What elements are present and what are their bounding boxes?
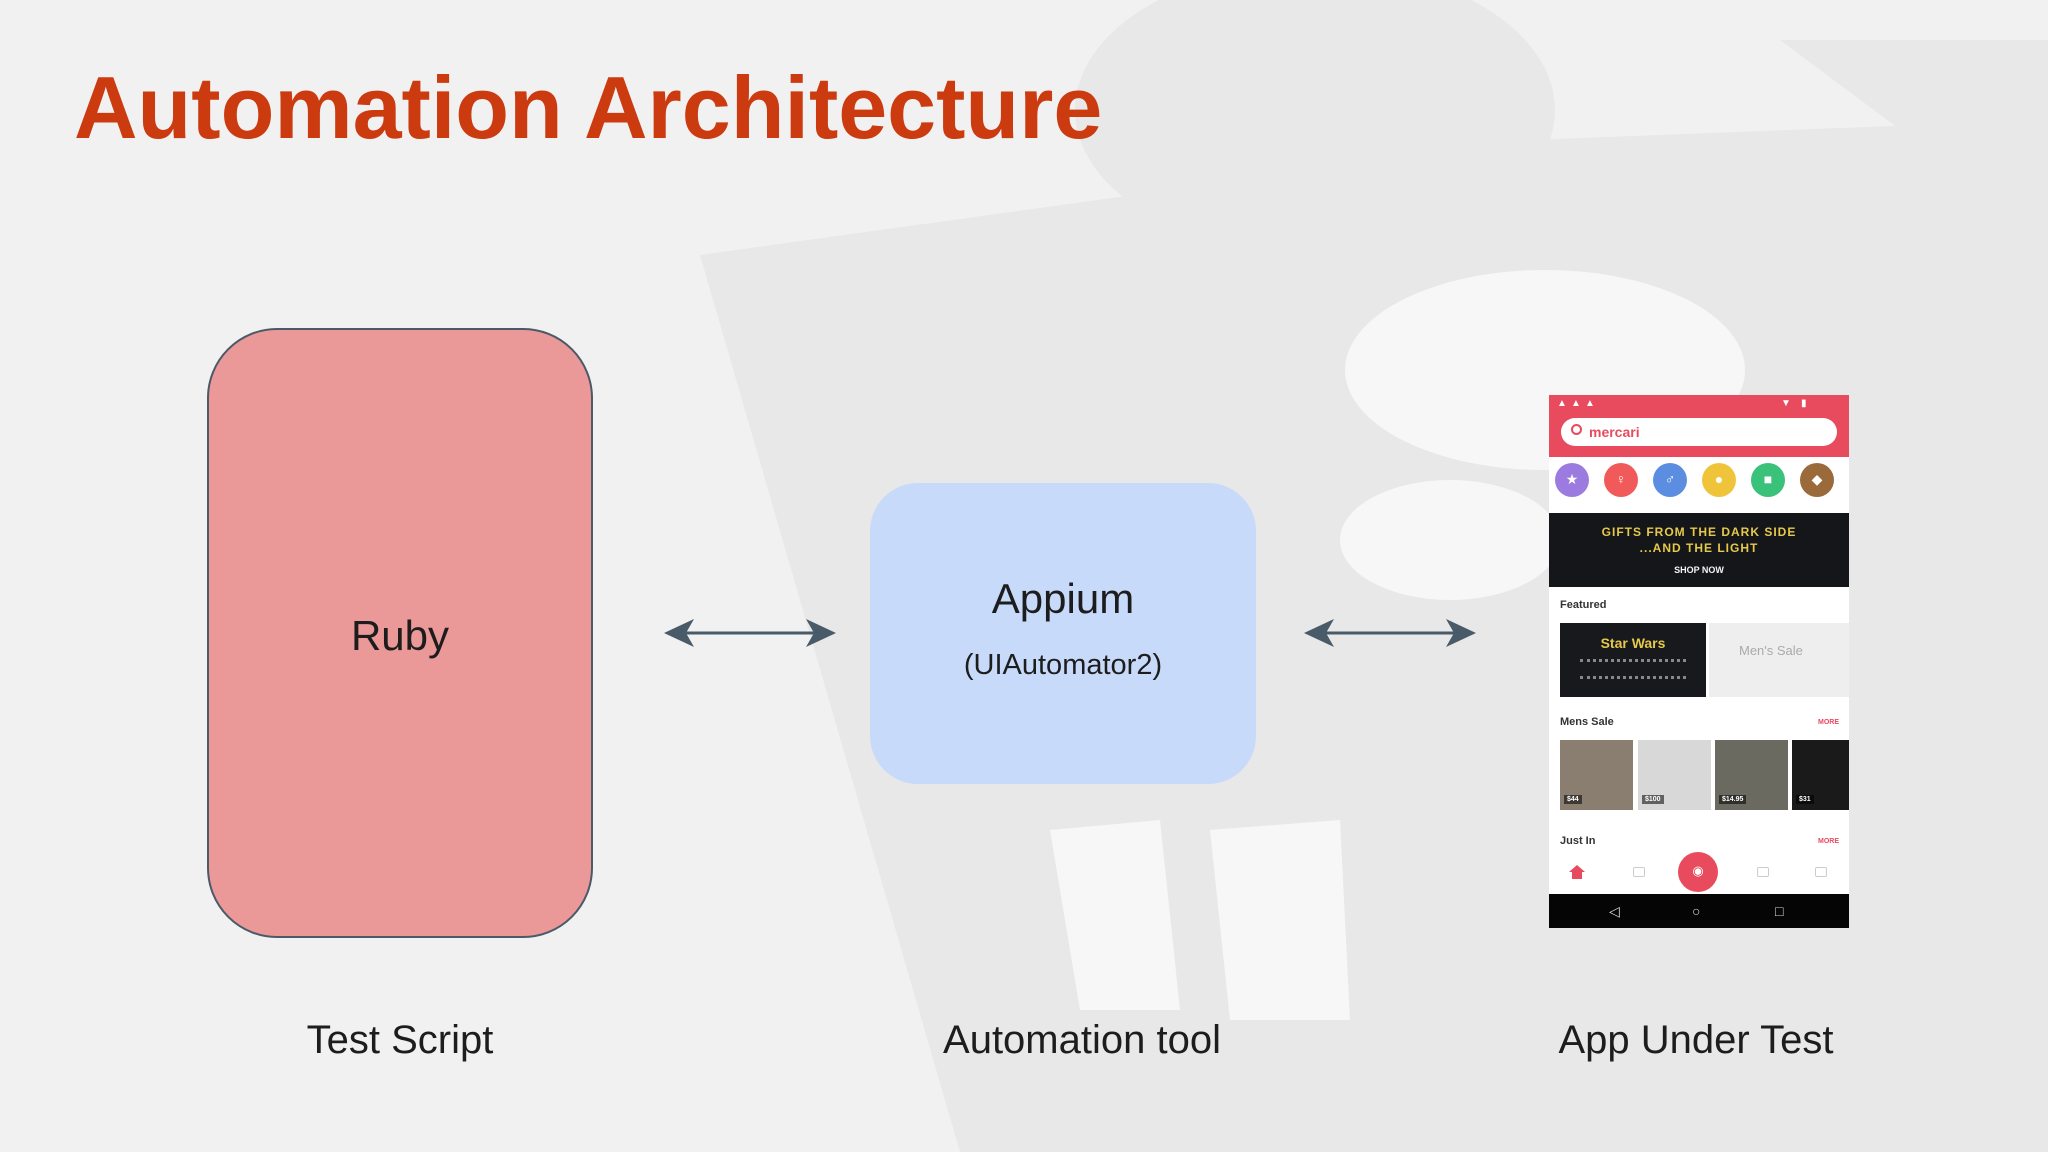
mens-sale-title: Mens Sale bbox=[1560, 716, 1614, 728]
arrow-head-right bbox=[1446, 619, 1476, 647]
watermark-corner bbox=[1780, 40, 2048, 240]
uiautomator2-label: (UIAutomator2) bbox=[963, 649, 1163, 681]
home-icon bbox=[1569, 865, 1585, 879]
category-icon: ♂ bbox=[1653, 463, 1687, 497]
product-tile: $31 bbox=[1792, 740, 1849, 810]
promo-banner: GIFTS FROM THE DARK SIDE ...AND THE LIGH… bbox=[1549, 513, 1849, 587]
banner-line-1: GIFTS FROM THE DARK SIDE bbox=[1601, 525, 1797, 539]
category-row: ★ ♀ ♂ ● ■ ◆ bbox=[1549, 459, 1849, 509]
app-search-text: mercari bbox=[1589, 424, 1640, 440]
product-price: $100 bbox=[1642, 795, 1664, 804]
status-bar: ▲ ▲ ▲ ▼ ▮ bbox=[1549, 395, 1849, 413]
automation-tool-caption: Automation tool bbox=[943, 1018, 1221, 1062]
category-glyph: ● bbox=[1714, 471, 1724, 487]
more-link: MORE bbox=[1818, 719, 1839, 726]
category-icon: ■ bbox=[1751, 463, 1785, 497]
camera-icon: ◉ bbox=[1692, 863, 1704, 878]
arrow-head-left bbox=[664, 619, 694, 647]
category-icon: ◆ bbox=[1800, 463, 1834, 497]
category-glyph: ♂ bbox=[1664, 471, 1676, 487]
recent-apps-icon: □ bbox=[1775, 903, 1784, 919]
back-icon: ◁ bbox=[1609, 903, 1620, 919]
bidirectional-arrow-right bbox=[1304, 619, 1476, 647]
app-search-bar: mercari bbox=[1561, 418, 1837, 446]
watermark-stroke-right bbox=[1210, 820, 1350, 1020]
product-tile: $100 bbox=[1638, 740, 1711, 810]
test-script-box: Ruby bbox=[207, 328, 593, 938]
category-glyph: ◆ bbox=[1811, 471, 1823, 487]
featured-card-mens-sale: Men's Sale bbox=[1709, 623, 1849, 697]
app-tab-bar: ◉ bbox=[1549, 851, 1849, 894]
product-tile: $44 bbox=[1560, 740, 1633, 810]
just-in-title: Just In bbox=[1560, 835, 1596, 847]
ruby-label: Ruby bbox=[350, 612, 450, 659]
arrow-head-left bbox=[1304, 619, 1334, 647]
android-nav-bar: ◁ ○ □ bbox=[1549, 894, 1849, 928]
featured-card-subtitle bbox=[1580, 659, 1686, 679]
product-tile: $14.95 bbox=[1715, 740, 1788, 810]
app-under-test-caption: App Under Test bbox=[1558, 1018, 1834, 1062]
tab-icon bbox=[1633, 867, 1645, 877]
test-script-caption: Test Script bbox=[306, 1018, 494, 1062]
battery-icon: ▮ bbox=[1801, 398, 1807, 409]
notification-icon: ▲ bbox=[1585, 398, 1595, 409]
search-icon bbox=[1571, 424, 1582, 435]
app-screenshot: ▲ ▲ ▲ ▼ ▮ mercari ★ ♀ ♂ ● ■ ◆ GIFTS FROM THE … bbox=[1549, 395, 1849, 928]
bidirectional-arrow-left bbox=[664, 619, 836, 647]
featured-card-title: Men's Sale bbox=[1739, 643, 1803, 658]
appium-label: Appium bbox=[991, 575, 1135, 622]
featured-card-title: Star Wars bbox=[1600, 635, 1666, 651]
category-icon: ♀ bbox=[1604, 463, 1638, 497]
home-circle-icon: ○ bbox=[1692, 903, 1701, 919]
wifi-icon: ▼ bbox=[1781, 398, 1791, 409]
category-icon: ● bbox=[1702, 463, 1736, 497]
tab-icon bbox=[1757, 867, 1769, 877]
slide-title: Automation Architecture bbox=[74, 58, 1103, 157]
category-icon: ★ bbox=[1555, 463, 1589, 497]
sell-camera-button: ◉ bbox=[1678, 852, 1718, 892]
home-icon-shape bbox=[1569, 865, 1585, 879]
watermark-stroke-left bbox=[1050, 820, 1180, 1010]
featured-title: Featured bbox=[1560, 599, 1607, 611]
notification-icon: ▲ bbox=[1557, 398, 1567, 409]
category-glyph: ■ bbox=[1763, 471, 1773, 487]
category-glyph: ♀ bbox=[1615, 471, 1627, 487]
product-price: $31 bbox=[1796, 795, 1814, 804]
tab-icon bbox=[1815, 867, 1827, 877]
more-link: MORE bbox=[1818, 838, 1839, 845]
notification-icon: ▲ bbox=[1571, 398, 1581, 409]
arrow-head-right bbox=[806, 619, 836, 647]
featured-card-star-wars: Star Wars bbox=[1560, 623, 1706, 697]
product-price: $14.95 bbox=[1719, 795, 1747, 804]
app-header: ▲ ▲ ▲ ▼ ▮ mercari bbox=[1549, 395, 1849, 457]
banner-cta: SHOP NOW bbox=[1674, 565, 1724, 575]
watermark-hole-mid bbox=[1340, 480, 1560, 600]
category-glyph: ★ bbox=[1565, 471, 1579, 487]
product-price: $44 bbox=[1564, 795, 1582, 804]
banner-line-2: ...AND THE LIGHT bbox=[1639, 541, 1759, 555]
automation-tool-box: Appium (UIAutomator2) bbox=[870, 483, 1256, 784]
